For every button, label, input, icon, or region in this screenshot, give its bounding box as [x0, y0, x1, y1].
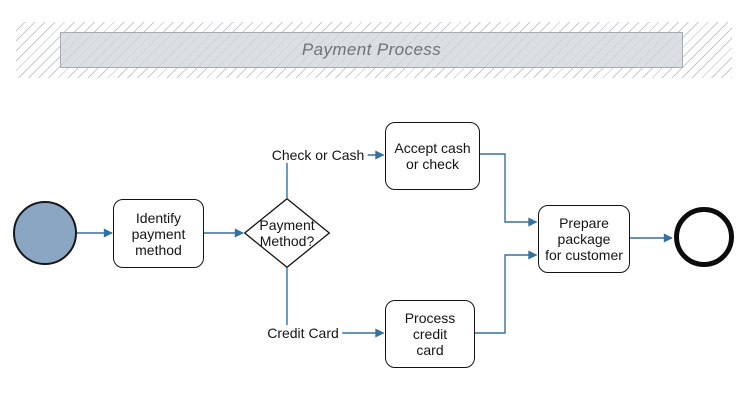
task-identify-payment-method: Identify payment method — [113, 199, 204, 268]
end-event-circle — [674, 207, 734, 267]
page-title: Payment Process — [301, 40, 442, 59]
task-label: Process credit card — [404, 310, 456, 358]
edge-label-credit-card: Credit Card — [264, 325, 342, 341]
task-accept-cash-or-check: Accept cash or check — [385, 122, 480, 190]
title-banner-hatch: Payment Process — [16, 22, 732, 78]
connector-process-to-prepare — [475, 250, 538, 334]
title-box: Payment Process — [60, 32, 683, 68]
start-event-circle — [13, 201, 77, 265]
decision-label: Payment Method? — [259, 217, 315, 249]
task-label: Prepare package for customer — [545, 215, 623, 263]
edge-label-check-or-cash: Check or Cash — [268, 147, 368, 163]
decision-payment-method: Payment Method? — [243, 197, 331, 269]
task-label: Accept cash or check — [394, 140, 471, 172]
connector-accept-to-prepare — [480, 153, 538, 227]
task-label: Identify payment method — [131, 209, 186, 258]
connector-decision-to-process — [286, 268, 385, 338]
diamond-shape-icon — [243, 197, 331, 269]
task-prepare-package-for-customer: Prepare package for customer — [538, 205, 630, 273]
task-process-credit-card: Process credit card — [385, 300, 475, 368]
